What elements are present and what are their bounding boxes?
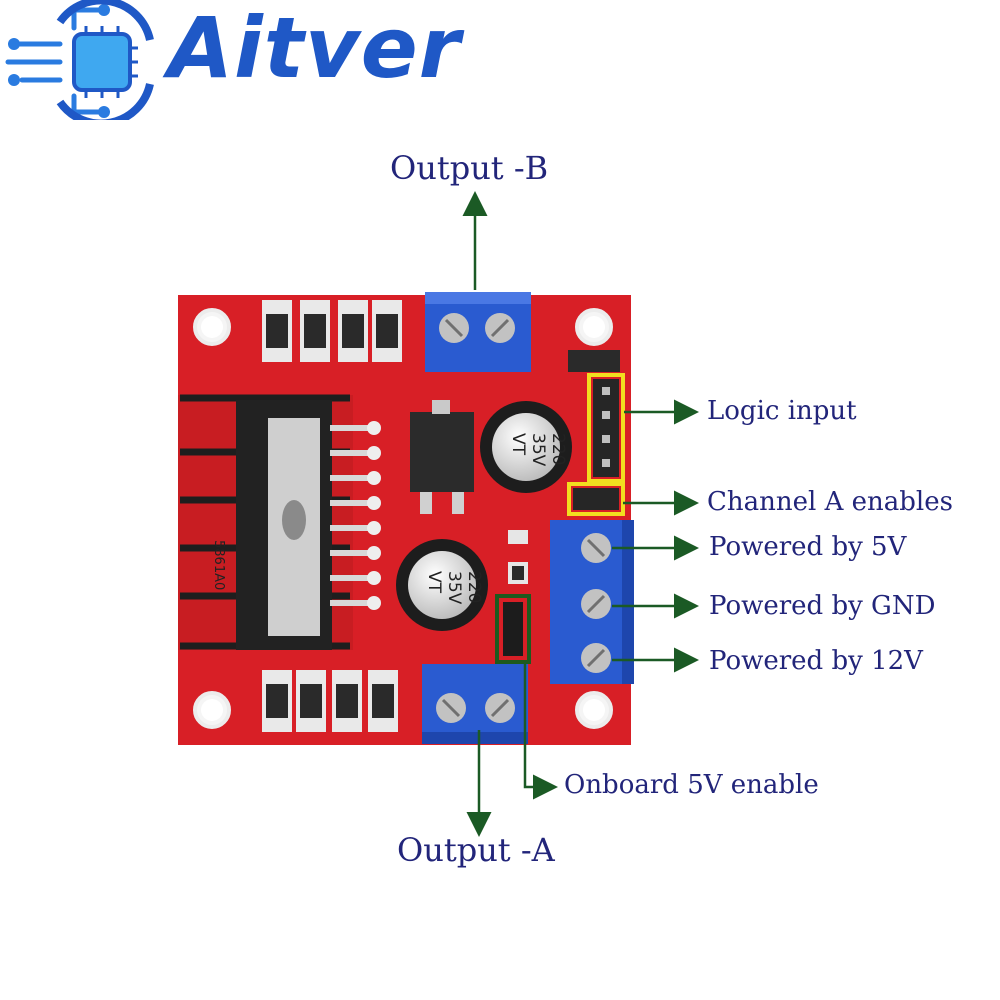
diodes-bottom xyxy=(262,670,398,732)
arrow-onboard-5v xyxy=(523,662,558,800)
label-powered-by-gnd: Powered by GND xyxy=(709,591,936,621)
logic-input-header xyxy=(567,350,625,516)
svg-text:35V: 35V xyxy=(444,571,464,605)
svg-text:220: 220 xyxy=(464,571,484,603)
brand-logo: Aitver xyxy=(0,0,462,128)
heatsink-code: 5861A0 xyxy=(211,540,226,590)
terminal-block-output-b xyxy=(425,292,531,372)
brand-name: Aitver xyxy=(168,0,462,97)
label-powered-by-12v: Powered by 12V xyxy=(709,646,923,676)
diodes-top xyxy=(262,300,402,362)
svg-text:VT: VT xyxy=(508,433,528,456)
label-output-b: Output -B xyxy=(390,149,549,187)
label-onboard-5v-enable: Onboard 5V enable xyxy=(564,770,819,800)
svg-text:VT: VT xyxy=(424,571,444,594)
voltage-regulator xyxy=(410,400,474,514)
ic-solder-pads xyxy=(367,421,381,610)
capacitor-top: 220 35V VT xyxy=(480,401,572,493)
capacitor-bottom: 220 35V VT xyxy=(396,539,488,631)
smd-components xyxy=(508,530,528,584)
label-channel-a-enables: Channel A enables xyxy=(707,487,953,517)
mounting-holes xyxy=(193,308,613,729)
heatsink: 5861A0 xyxy=(178,394,353,650)
label-powered-by-5v: Powered by 5V xyxy=(709,532,907,562)
label-logic-input: Logic input xyxy=(707,396,857,426)
callout-arrows xyxy=(462,191,699,837)
svg-text:220: 220 xyxy=(548,433,568,465)
svg-text:35V: 35V xyxy=(528,433,548,467)
ic-pins xyxy=(330,425,372,606)
onboard-5v-jumper xyxy=(495,594,531,664)
label-output-a: Output -A xyxy=(397,831,555,869)
terminal-block-output-a xyxy=(422,664,528,744)
